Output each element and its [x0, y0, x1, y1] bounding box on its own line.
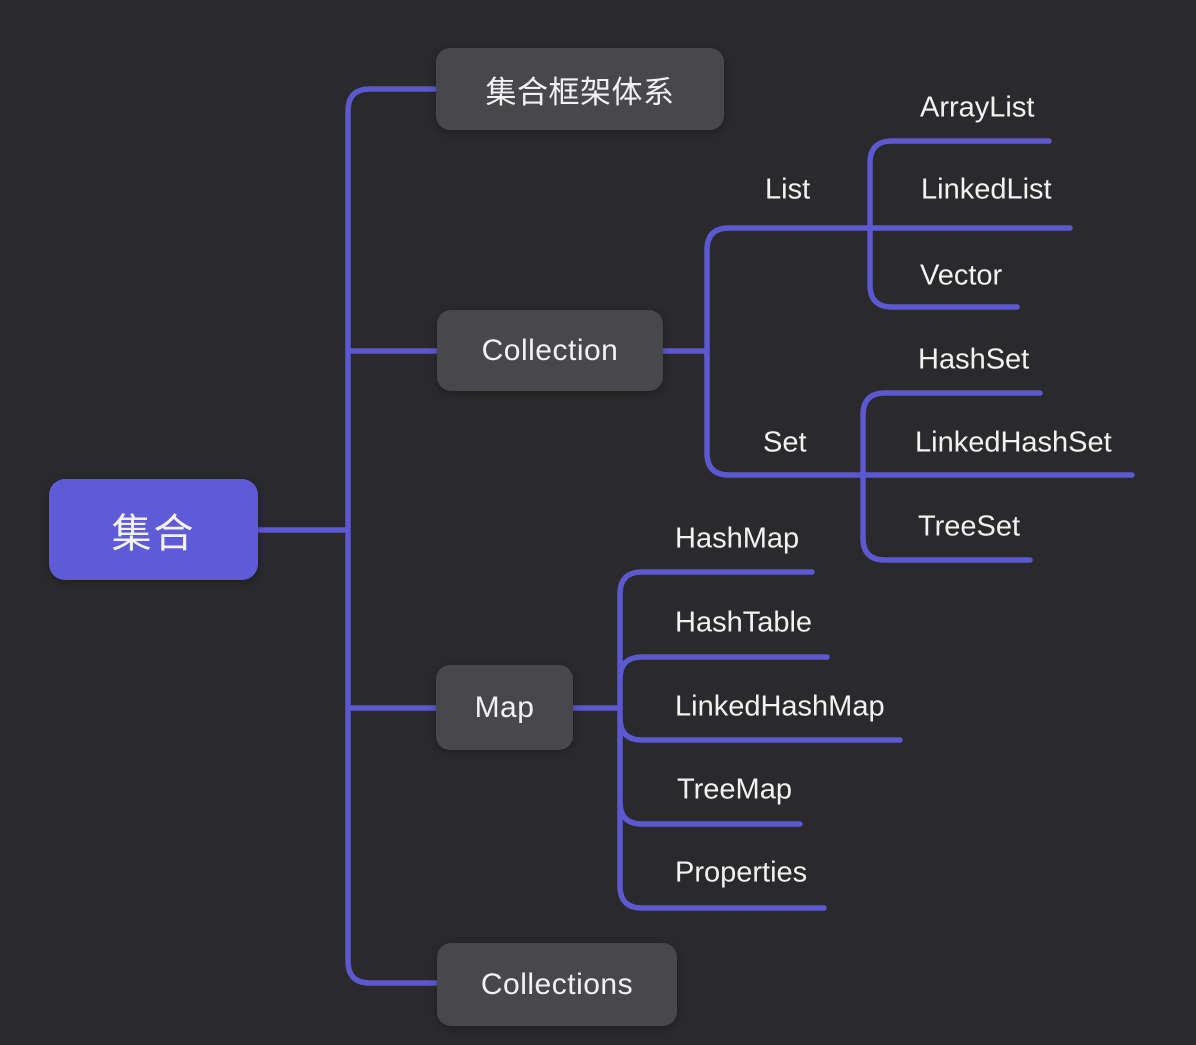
connector-hashtable-line	[617, 654, 830, 682]
node-list[interactable]: List	[765, 173, 811, 206]
node-linkedlist[interactable]: LinkedList	[921, 173, 1052, 206]
node-treemap[interactable]: TreeMap	[677, 773, 792, 806]
node-framework[interactable]: 集合框架体系	[436, 48, 724, 130]
node-linkedhashmap[interactable]: LinkedHashMap	[675, 690, 885, 723]
node-collection[interactable]: Collection	[437, 310, 663, 391]
node-root[interactable]: 集合	[49, 479, 258, 580]
node-hashset[interactable]: HashSet	[918, 343, 1030, 376]
node-set[interactable]: Set	[763, 426, 807, 459]
node-map[interactable]: Map	[436, 665, 573, 750]
node-treeset[interactable]: TreeSet	[918, 510, 1021, 543]
node-vector[interactable]: Vector	[920, 259, 1003, 292]
node-arraylist[interactable]: ArrayList	[920, 91, 1035, 124]
node-collections[interactable]: Collections	[437, 943, 677, 1026]
node-properties[interactable]: Properties	[675, 856, 808, 889]
connector-trunk	[345, 86, 441, 986]
node-hashmap[interactable]: HashMap	[675, 522, 800, 555]
node-linkedhashset[interactable]: LinkedHashSet	[915, 426, 1112, 459]
node-hashtable[interactable]: HashTable	[675, 606, 813, 639]
